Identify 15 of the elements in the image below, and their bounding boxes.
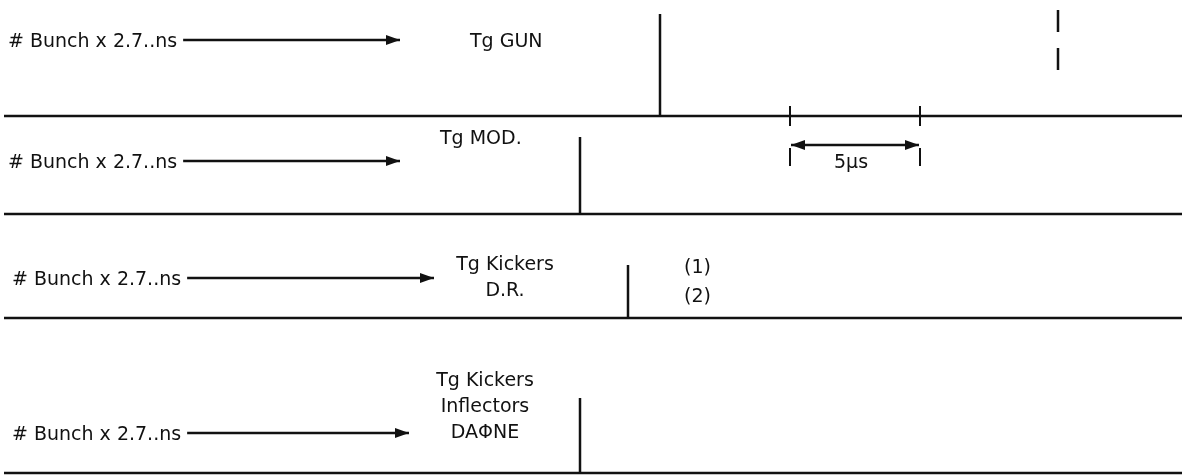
callout-number: (2) bbox=[684, 284, 711, 306]
dimension-label: 5µs bbox=[834, 150, 869, 172]
bunch-label: # Bunch x 2.7..ns bbox=[8, 27, 178, 53]
trigger-label: Tg GUN bbox=[470, 27, 543, 53]
trigger-label: Tg Kickers D.R. bbox=[440, 250, 570, 302]
arrow bbox=[187, 428, 409, 438]
arrow bbox=[187, 273, 434, 283]
trigger-label: Tg MOD. bbox=[440, 124, 522, 150]
bunch-label: # Bunch x 2.7..ns bbox=[8, 148, 178, 174]
trigger-label: Tg Kickers Inflectors DAΦNE bbox=[415, 366, 555, 444]
callout-number: (1) bbox=[684, 255, 711, 277]
arrow bbox=[183, 156, 400, 166]
arrow bbox=[183, 35, 400, 45]
bunch-label: # Bunch x 2.7..ns bbox=[12, 265, 182, 291]
bunch-label: # Bunch x 2.7..ns bbox=[12, 420, 182, 446]
